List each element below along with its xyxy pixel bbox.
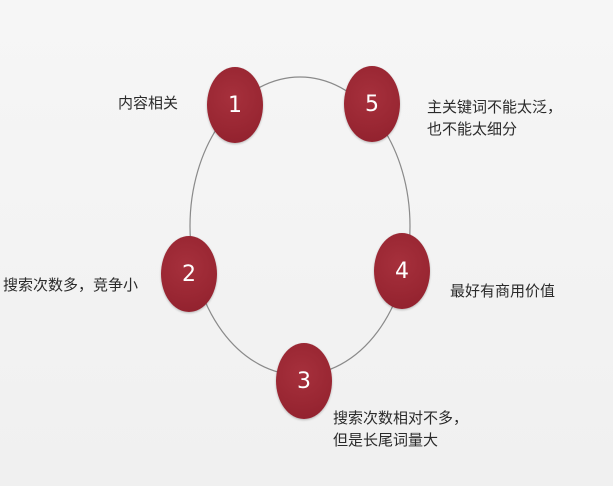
node-1: 1 <box>207 67 263 143</box>
node-4-label: 最好有商用价值 <box>450 280 555 302</box>
node-2: 2 <box>161 236 217 312</box>
node-3: 3 <box>276 343 332 419</box>
node-2-number: 2 <box>182 261 196 287</box>
node-5-label-line-1: 主关键词不能太泛， <box>427 98 563 116</box>
node-3-number: 3 <box>297 368 311 394</box>
node-2-label-line-1: 搜索次数多，竞争小 <box>3 276 139 294</box>
node-3-label: 搜索次数相对不多， 但是长尾词量大 <box>333 407 468 451</box>
node-4: 4 <box>374 233 430 309</box>
node-1-number: 1 <box>228 92 242 118</box>
node-3-label-line-2: 但是长尾词量大 <box>333 431 439 449</box>
node-5-label-line-2: 也不能太细分 <box>427 120 518 138</box>
node-4-number: 4 <box>395 258 409 284</box>
node-2-label: 搜索次数多，竞争小 <box>3 274 138 296</box>
node-3-label-line-1: 搜索次数相对不多， <box>333 409 469 427</box>
node-4-label-line-1: 最好有商用价值 <box>450 282 556 300</box>
node-5-number: 5 <box>365 91 379 117</box>
node-1-label-line-1: 内容相关 <box>118 94 179 112</box>
node-5-label: 主关键词不能太泛， 也不能太细分 <box>427 96 562 140</box>
node-1-label: 内容相关 <box>118 92 178 114</box>
node-5: 5 <box>344 66 400 142</box>
